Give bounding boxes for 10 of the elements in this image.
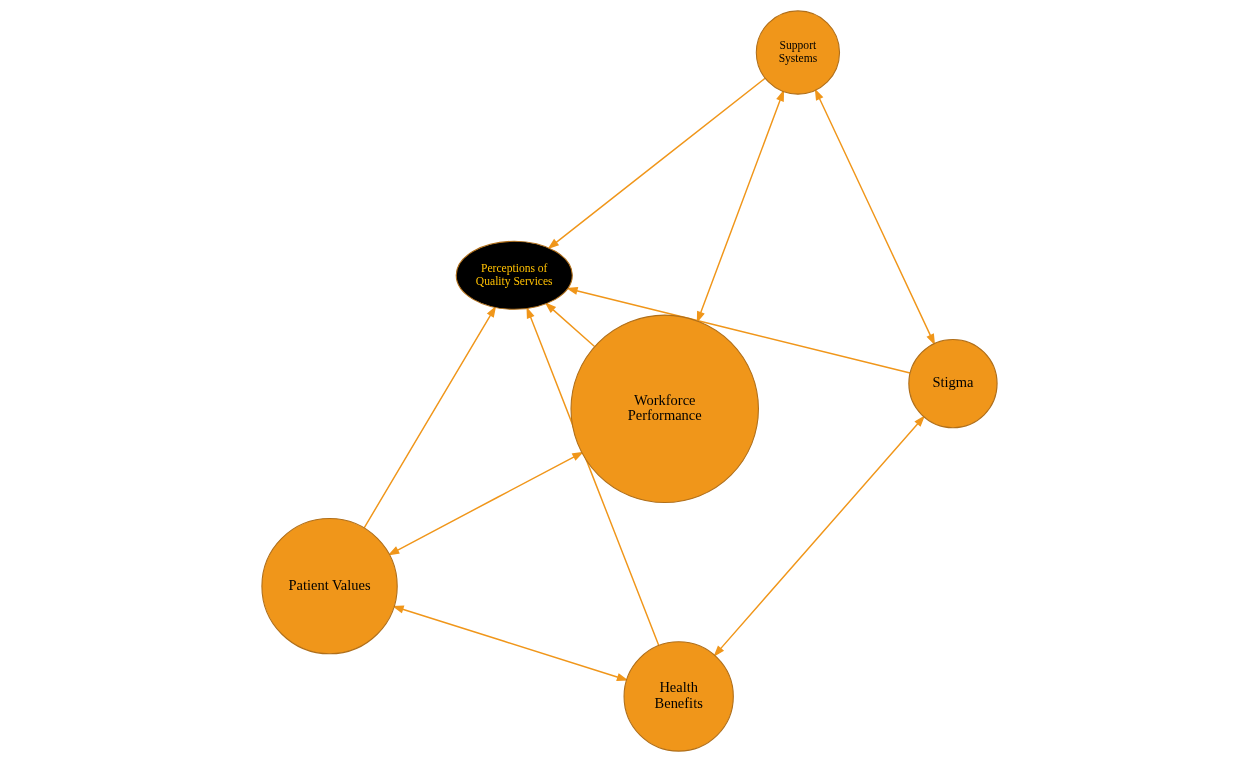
node-circle: Support Systems	[755, 10, 840, 95]
arrow	[565, 286, 911, 374]
arrow	[387, 451, 584, 556]
arrow	[712, 415, 925, 657]
arrow	[814, 88, 935, 346]
arrow	[526, 306, 659, 647]
arrow	[362, 305, 496, 529]
arrow	[544, 302, 595, 348]
arrow	[547, 77, 766, 250]
node-circle: Health Benefits	[623, 641, 734, 752]
